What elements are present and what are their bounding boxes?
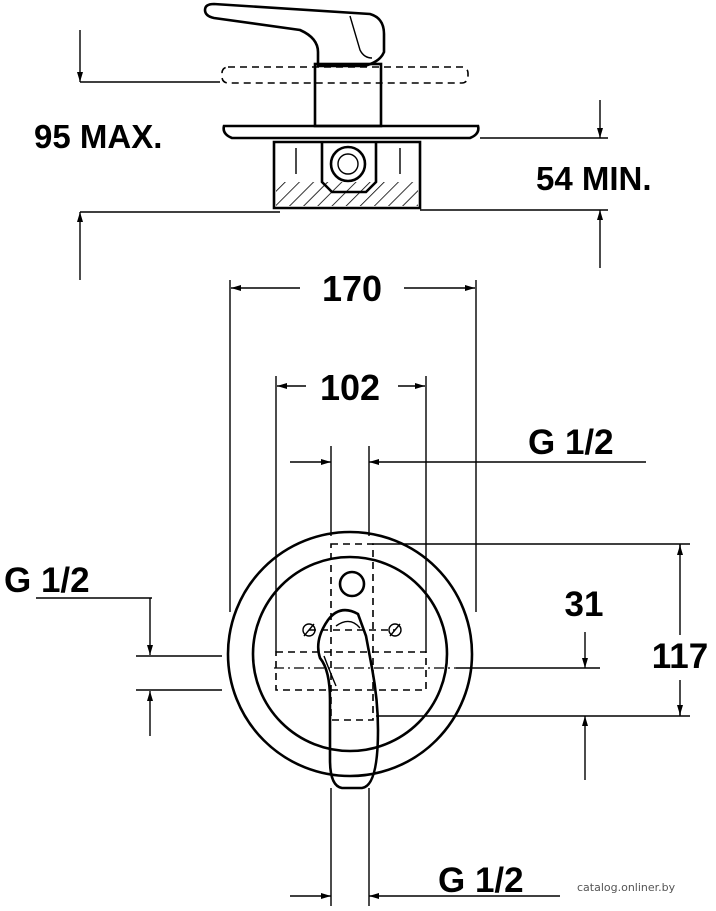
min-depth-label: 54 MIN.	[536, 160, 652, 197]
inlet-spacing-label: 102	[320, 367, 380, 408]
watermark: catalog.onliner.by	[577, 881, 676, 894]
front-diverter-circle	[338, 570, 366, 598]
height-label: 117	[652, 637, 708, 676]
plate-width-label: 170	[322, 268, 382, 309]
front-lever-handle	[316, 608, 380, 790]
side-view: 95 MAX. 54 MIN.	[34, 2, 652, 280]
side-lever-handle	[203, 2, 386, 68]
offset-label: 31	[565, 585, 604, 624]
front-cover-plate-inner	[251, 555, 449, 753]
front-view: 170 102 G 1/2	[4, 268, 708, 906]
max-height-label: 95 MAX.	[34, 118, 162, 155]
thread-left-label: G 1/2	[4, 561, 90, 600]
side-lever-alt-outline	[221, 66, 469, 84]
front-cartridge-outline	[330, 543, 374, 721]
side-inlet-circle	[329, 145, 367, 183]
thread-bottom-label: G 1/2	[438, 861, 524, 900]
side-valve-body	[272, 140, 422, 210]
screw-right-icon	[388, 623, 402, 637]
front-cover-plate-outer	[226, 530, 474, 778]
thread-top-label: G 1/2	[528, 423, 614, 462]
side-cartridge-body	[313, 62, 383, 128]
front-valve-outline	[275, 651, 427, 691]
side-cover-plate	[222, 124, 480, 140]
